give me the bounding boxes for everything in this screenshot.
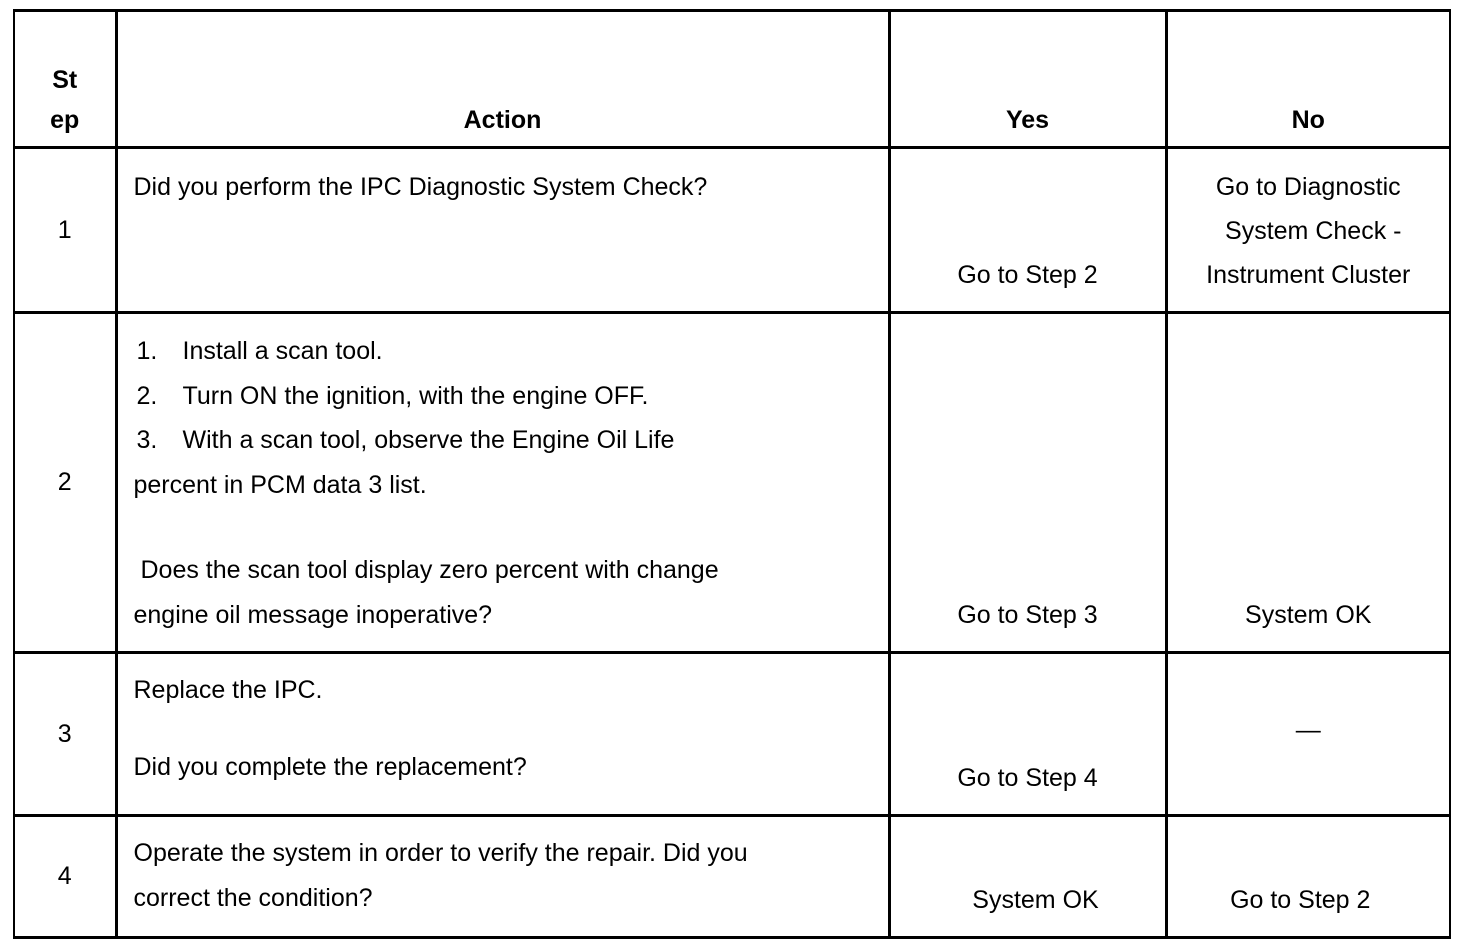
step-number: 3 xyxy=(13,651,118,817)
list-text: With a scan tool, observe the Engine Oil… xyxy=(182,426,675,454)
list-item: 3. With a scan tool, observe the Engine O… xyxy=(134,418,872,463)
diagnostic-table: St ep Action Yes No 1 Did you perform the… xyxy=(13,9,1451,939)
yes-cell: Go to Step 3 xyxy=(887,311,1168,654)
no-text-line3: Instrument Cluster xyxy=(1206,261,1411,289)
list-number: 2. xyxy=(136,381,158,410)
no-cell: Go to Diagnostic System Check - Instrume… xyxy=(1164,146,1451,314)
no-cell: Go to Step 2 xyxy=(1164,814,1451,939)
action-cell: 1. Install a scan tool. 2. Turn ON the ign… xyxy=(114,311,891,654)
list-number: 1. xyxy=(136,337,158,365)
spacer xyxy=(134,710,872,747)
header-row: St ep Action Yes No xyxy=(13,9,1451,149)
step-number: 4 xyxy=(13,814,118,939)
table-row: 4 Operate the system in order to verify … xyxy=(13,814,1451,939)
action-cell: Did you perform the IPC Diagnostic Syste… xyxy=(114,146,891,314)
table-row: 2 1. Install a scan tool. 2. Turn ON the i… xyxy=(13,311,1451,654)
header-step: St ep xyxy=(13,9,118,149)
step-number: 2 xyxy=(13,311,118,654)
action-question: Did you complete the replacement? xyxy=(133,753,527,781)
question-line2: engine oil message inoperative? xyxy=(133,600,493,629)
yes-cell: Go to Step 4 xyxy=(887,651,1168,817)
no-text-line2: System Check - xyxy=(1225,217,1402,245)
no-cell: System OK xyxy=(1164,311,1451,654)
table-row: 3 Replace the IPC. Did you complete the … xyxy=(13,651,1451,817)
action-text: Did you perform the IPC Diagnostic Syste… xyxy=(133,173,708,201)
header-step-line1: St xyxy=(52,66,78,94)
no-cell: — xyxy=(1164,651,1451,817)
list-number: 3. xyxy=(136,426,158,454)
yes-cell: Go to Step 2 xyxy=(887,146,1168,314)
header-no: No xyxy=(1164,9,1451,149)
list-text: Turn ON the ignition, with the engine OF… xyxy=(182,381,649,410)
header-step-line2: ep xyxy=(50,106,80,134)
no-text-line1: Go to Diagnostic xyxy=(1215,173,1401,201)
header-yes: Yes xyxy=(887,9,1168,149)
question-line1: Does the scan tool display zero percent … xyxy=(140,556,719,584)
table-row: 1 Did you perform the IPC Diagnostic Sys… xyxy=(13,146,1451,314)
header-action: Action xyxy=(114,9,891,149)
yes-cell: System OK xyxy=(887,814,1168,939)
action-cell: Replace the IPC. Did you complete the re… xyxy=(114,651,891,817)
step-number: 1 xyxy=(13,146,118,314)
action-cell: Operate the system in order to verify th… xyxy=(114,814,891,939)
list-item-continuation: percent in PCM data 3 list. xyxy=(133,470,427,499)
spacer xyxy=(134,507,872,548)
list-text: Install a scan tool. xyxy=(182,337,383,365)
action-text-line1: Operate the system in order to verify th… xyxy=(133,839,748,867)
list-item: 2. Turn ON the ignition, with the engine … xyxy=(134,374,872,419)
list-item: 1. Install a scan tool. xyxy=(134,329,872,374)
action-text: Replace the IPC. xyxy=(133,676,323,704)
action-text-line2: correct the condition? xyxy=(133,883,373,912)
